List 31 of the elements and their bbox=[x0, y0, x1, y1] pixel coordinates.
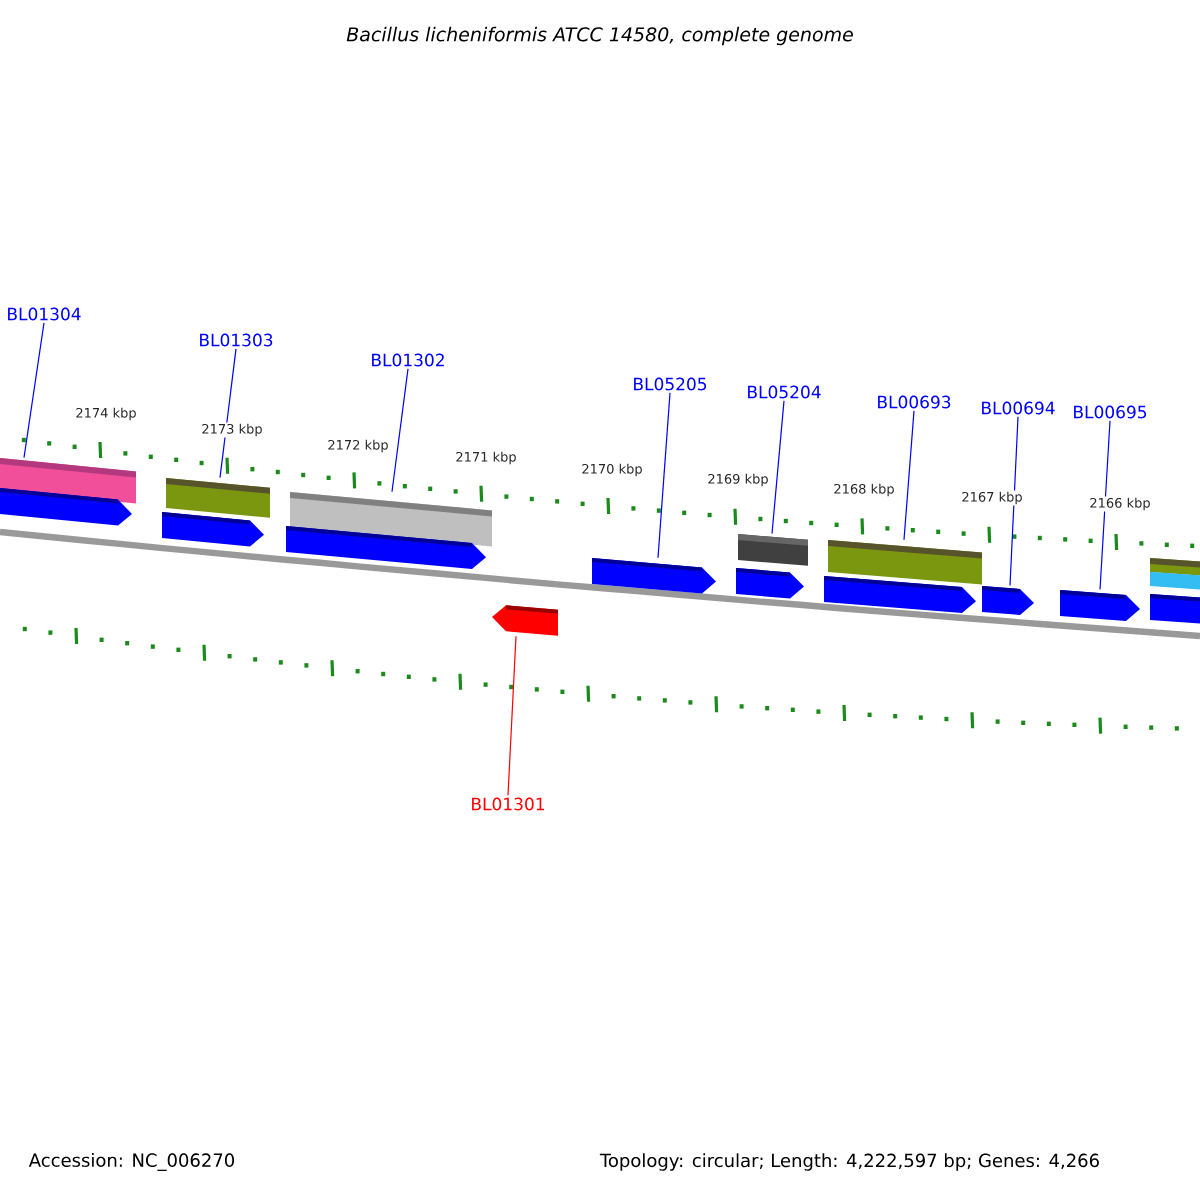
leader-line bbox=[657, 392, 671, 559]
footer-text: Accession: NC_006270 bbox=[28, 1153, 235, 1171]
gene-label: BL01304 bbox=[8, 307, 81, 321]
gene-block bbox=[0, 458, 136, 526]
leader-line bbox=[903, 410, 915, 541]
gene-block bbox=[824, 540, 982, 613]
gene-label: BL05204 bbox=[748, 385, 821, 399]
leader-line bbox=[23, 322, 45, 459]
gene-block bbox=[492, 605, 558, 636]
gene-block bbox=[1060, 590, 1140, 621]
title: Bacillus licheniformis ATCC 14580, complete genome bbox=[346, 26, 853, 46]
gene-block bbox=[162, 478, 270, 547]
gene-label: BL00695 bbox=[1074, 405, 1147, 419]
gene-label: BL00694 bbox=[982, 401, 1055, 415]
gene-label: BL00693 bbox=[878, 395, 951, 409]
gene-block bbox=[286, 492, 492, 569]
leader-line bbox=[507, 635, 517, 796]
leader-line bbox=[1099, 420, 1111, 591]
footer-text: Topology: circular; Length: 4,222,597 bp; Genes: 4,266 bbox=[599, 1153, 1099, 1171]
leader-line bbox=[391, 368, 409, 493]
gene-block bbox=[982, 586, 1034, 615]
gene-label: BL05205 bbox=[634, 377, 707, 391]
gene-label: BL01303 bbox=[200, 333, 273, 347]
gene-label: BL01301 bbox=[472, 797, 545, 811]
leader-line bbox=[219, 348, 237, 479]
gene-label: BL01302 bbox=[372, 353, 444, 367]
gene-block bbox=[592, 558, 716, 594]
gene-block bbox=[1150, 558, 1200, 624]
leader-line bbox=[771, 400, 785, 535]
gene-block bbox=[736, 534, 808, 599]
leader-line bbox=[1009, 416, 1019, 587]
